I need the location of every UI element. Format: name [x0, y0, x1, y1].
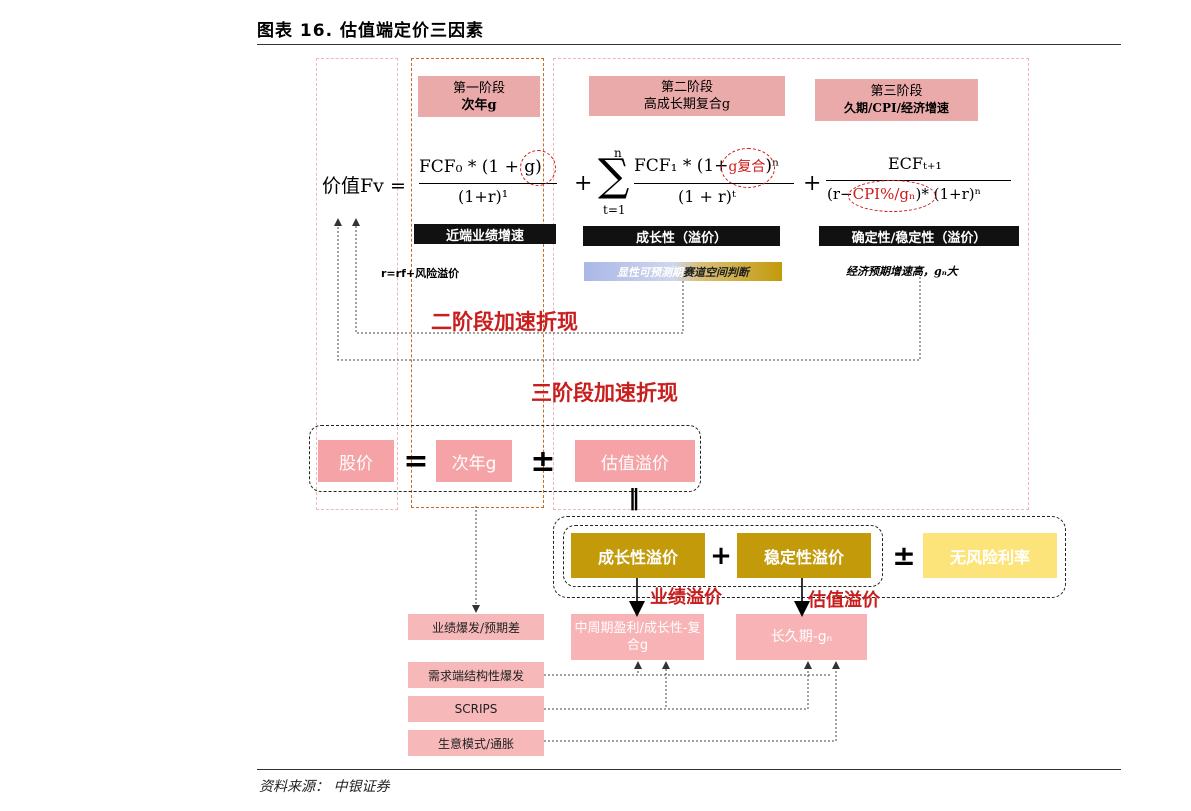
term1-g-circle	[520, 150, 556, 186]
title-rule	[257, 44, 1121, 45]
sum-symbol: ∑	[598, 150, 630, 201]
term2-denominator: (1 + r)ᵗ	[678, 187, 736, 206]
term1-fraction-bar	[419, 183, 557, 184]
valuation-premium-label: 估值溢价	[808, 590, 880, 611]
premium-plus: +	[710, 540, 732, 571]
driver-scrips: SCRIPS	[408, 696, 544, 722]
growth-premium-box: 成长性溢价	[571, 533, 705, 578]
driver-earnings-surprise: 业绩爆发/预期差	[408, 614, 544, 640]
three-stage-discount: 三阶段加速折现	[531, 381, 678, 405]
visibility-a: 显性可预测期	[617, 265, 683, 279]
bar-stability-premium: 确定性/稳定性（溢价）	[819, 226, 1019, 246]
bar-growth-premium: 成长性（溢价）	[583, 226, 780, 246]
bar-near-growth: 近端业绩增速	[414, 224, 556, 244]
visibility-bar: 显性可预测期赛道空间判断	[584, 262, 782, 281]
riskfree-rate-box: 无风险利率	[923, 533, 1057, 578]
stage1-frame	[411, 58, 544, 508]
price-equation-frame	[309, 425, 701, 492]
price-box: 股价	[318, 440, 394, 482]
stage2-line1: 第二阶段	[660, 80, 713, 95]
term2-fraction-bar	[634, 183, 794, 184]
right-frame	[553, 58, 1029, 510]
term3-numerator: ECFₜ₊₁	[888, 154, 942, 173]
mid-cycle-box: 中周期盈利/成长性-复合g	[571, 614, 704, 660]
term3-fraction-bar	[826, 180, 1011, 181]
next-g-box: 次年g	[436, 440, 512, 482]
valuation-premium-box: 估值溢价	[575, 440, 695, 482]
premium-outer-frame	[553, 516, 1066, 598]
premium-plusminus: ±	[892, 539, 916, 572]
formula-plus-2: +	[803, 171, 822, 196]
stage3-header: 第三阶段 久期/CPI/经济增速	[815, 79, 978, 121]
sum-upper: n	[614, 146, 622, 160]
stage2-header: 第二阶段 高成长期复合g	[589, 76, 785, 116]
equation-equals: =	[403, 443, 429, 479]
premium-inner-frame	[563, 525, 883, 587]
vertical-equals: ‖	[628, 485, 640, 511]
r-definition: r=rf+风险溢价	[381, 267, 460, 280]
stage1-header: 第一阶段 次年g	[418, 76, 540, 117]
stage1-line1: 第一阶段	[452, 80, 505, 96]
left-frame	[316, 58, 398, 510]
stage1-line2: 次年g	[461, 97, 497, 113]
formula-lhs: 价值Fv =	[322, 175, 406, 197]
stage3-line2: 久期/CPI/经济增速	[844, 101, 949, 115]
figure-source: 资料来源： 中银证券	[259, 779, 390, 795]
stage2-line2: 高成长期复合g	[643, 97, 731, 112]
term2-num-a: FCF₁ * (1+	[634, 156, 729, 176]
stable-note: 经济预期增速高，gₙ大	[846, 265, 958, 278]
figure-title: 图表 16. 估值端定价三因素	[257, 21, 484, 41]
term2-g-circle	[721, 148, 775, 188]
term1-denominator: (1+r)¹	[458, 187, 509, 206]
visibility-b: 赛道空间判断	[683, 265, 749, 279]
term3-g-circle	[848, 180, 936, 212]
sum-lower: t=1	[603, 203, 626, 217]
stability-premium-box: 稳定性溢价	[737, 533, 871, 578]
driver-business-model: 生意模式/通胀	[408, 730, 544, 756]
source-rule	[257, 769, 1121, 770]
long-duration-box: 长久期-gₙ	[736, 614, 867, 660]
stage3-line1: 第三阶段	[870, 84, 923, 99]
earnings-premium-label: 业绩溢价	[650, 587, 722, 608]
two-stage-discount: 二阶段加速折现	[431, 310, 578, 334]
term3-den-a: (r−	[827, 185, 853, 203]
formula-plus-1: +	[574, 171, 593, 196]
driver-demand-burst: 需求端结构性爆发	[408, 662, 544, 688]
equation-plusminus: ±	[530, 443, 556, 479]
term1-numerator: FCF₀ * (1 + g)	[419, 157, 542, 177]
